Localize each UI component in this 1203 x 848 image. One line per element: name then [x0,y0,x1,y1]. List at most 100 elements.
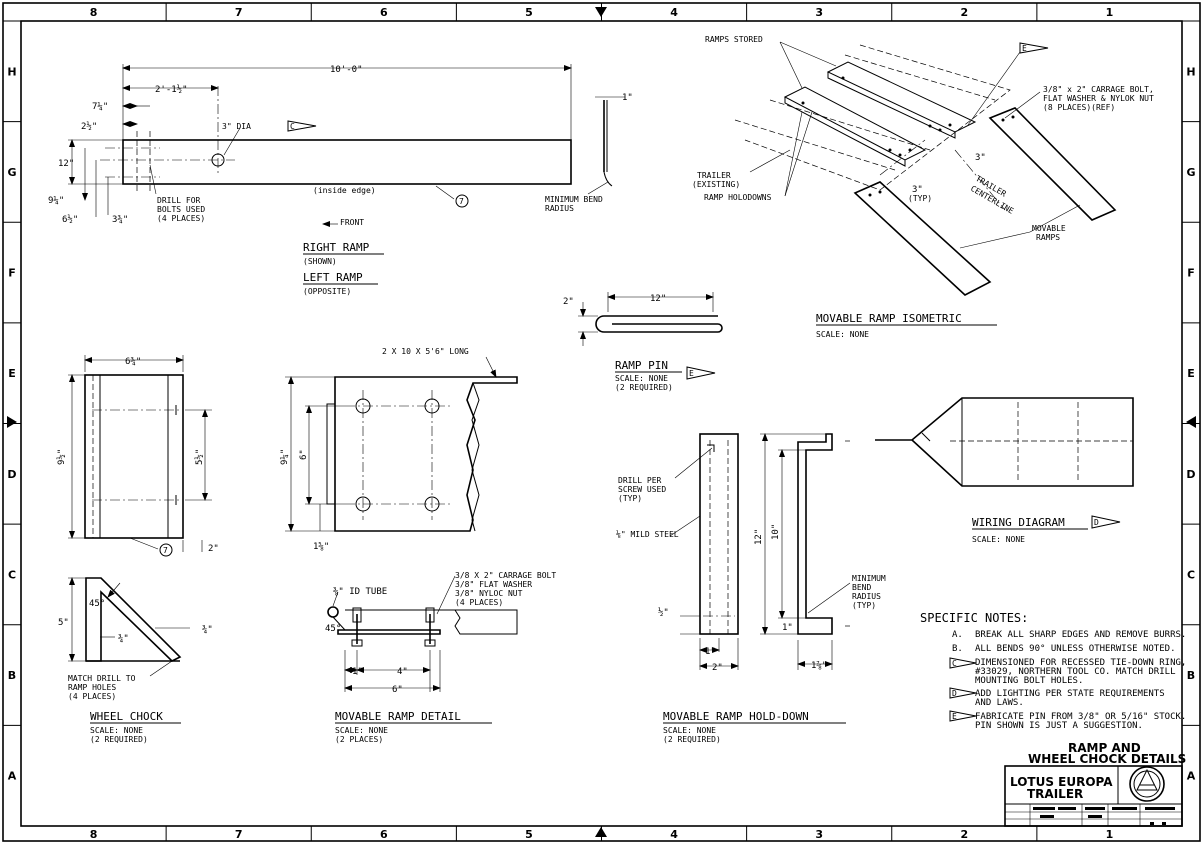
svg-text:RADIUS: RADIUS [852,592,881,601]
svg-text:1⅝": 1⅝" [313,542,329,552]
svg-text:(TYP): (TYP) [908,194,932,203]
svg-text:SCALE: NONE: SCALE: NONE [615,374,668,383]
svg-text:2": 2" [208,544,219,554]
ramp-detail-plan-view: 2 X 10 X 5'6" LONG 9¼" 6" 1⅝" [280,347,518,552]
svg-text:RAMP AND: RAMP AND [1068,741,1141,755]
svg-text:AND LAWS.: AND LAWS. [975,698,1024,708]
zone-row-right-D: D [1186,468,1195,481]
svg-text:45°: 45° [325,624,341,634]
flag-e-icon [949,710,977,722]
svg-text:¾": ¾" [202,625,213,635]
svg-text:6¾": 6¾" [125,357,141,367]
svg-text:E: E [952,712,957,721]
svg-text:3/8" x 2" CARRAGE BOLT,: 3/8" x 2" CARRAGE BOLT, [1043,85,1154,94]
wiring-title: WIRING DIAGRAM [972,516,1065,529]
item-balloon [455,194,469,208]
svg-text:MINIMUM: MINIMUM [852,574,886,583]
svg-text:SCALE: NONE: SCALE: NONE [335,726,388,735]
svg-text:1⅞": 1⅞" [811,661,827,671]
zone-row-right-F: F [1187,267,1195,280]
zone-col-top-7: 7 [235,6,243,19]
flag-e-icon [1019,42,1049,54]
svg-text:D: D [952,689,957,698]
mild-steel-callout: ⅛" MILD STEEL [616,530,679,539]
svg-text:5½": 5½" [194,449,205,465]
svg-text:C: C [290,122,295,131]
zone-col-bottom-4: 4 [670,828,678,841]
right-ramp-view: 10'-0" 2'-1½" 7¼" 2½" 12" 9¼" 6½" 3¾" 3"… [48,64,633,296]
svg-text:PIN SHOWN IS JUST A SUGGESTION: PIN SHOWN IS JUST A SUGGESTION. [975,721,1143,731]
svg-text:FLAT WASHER & NYLOK NUT: FLAT WASHER & NYLOK NUT [1043,94,1154,103]
chock-plan-view: 6¾" 9½" 5½" 2" 7 [56,355,219,557]
zone-col-bottom-5: 5 [525,828,533,841]
svg-text:(OPPOSITE): (OPPOSITE) [303,287,351,296]
svg-text:DRILL PER: DRILL PER [618,476,662,485]
svg-text:DIMENSIONED FOR RECESSED TIE-D: DIMENSIONED FOR RECESSED TIE-DOWN RING, [975,658,1186,668]
svg-text:1": 1" [705,647,716,657]
dim-hole-offset: 2'-1½" [155,84,188,95]
zone-row-right-G: G [1186,166,1195,179]
flag-c-icon [287,120,317,132]
svg-text:6": 6" [299,449,309,460]
svg-text:2": 2" [563,297,574,307]
zone-col-top-1: 1 [1106,6,1114,19]
hold-down-title: MOVABLE RAMP HOLD-DOWN [663,710,809,723]
svg-text:RAMPS: RAMPS [1036,233,1060,242]
isometric-view: RAMPS STORED E 3/8" x 2" CARRAGE BOLT, F… [692,35,1154,339]
hole-callout: 3" DIA [222,122,251,131]
ramps-stored-label: RAMPS STORED [705,35,763,44]
zone-row-right-C: C [1187,568,1195,581]
zone-col-bottom-6: 6 [380,828,388,841]
svg-text:3/8" FLAT WASHER: 3/8" FLAT WASHER [455,580,532,589]
flag-d-icon [1091,515,1121,529]
svg-text:TRAILER: TRAILER [1027,787,1083,801]
specific-notes: SPECIFIC NOTES: A. BREAK ALL SHARP EDGES… [920,611,1186,731]
svg-text:1": 1" [352,667,363,677]
svg-text:E: E [689,369,694,378]
svg-text:MINIMUM BEND: MINIMUM BEND [545,195,603,204]
movable-detail-title: MOVABLE RAMP DETAIL [335,710,461,723]
svg-text:(4 PLACES): (4 PLACES) [68,692,116,701]
svg-text:RADIUS: RADIUS [545,204,574,213]
svg-text:#33029, NORTHERN TOOL CO. MATC: #33029, NORTHERN TOOL CO. MATCH DRILL [975,667,1175,677]
svg-text:3/8" NYLOC NUT: 3/8" NYLOC NUT [455,589,523,598]
svg-text:3": 3" [912,185,923,195]
front-arrow-label: FRONT [340,218,364,227]
flag-d-icon [949,687,977,699]
dim-2-1-2: 2½" [81,121,97,132]
left-ramp-title: LEFT RAMP [303,271,363,284]
svg-text:(SHOWN): (SHOWN) [303,257,337,266]
svg-text:DRILL FOR: DRILL FOR [157,196,201,205]
svg-text:BOLTS USED: BOLTS USED [157,205,205,214]
wiring-diagram-view: WIRING DIAGRAM D SCALE: NONE [875,397,1134,544]
svg-text:SCALE: NONE: SCALE: NONE [816,330,869,339]
zone-col-bottom-7: 7 [235,828,243,841]
ramp-pin-view: 12" 2" RAMP PIN E SCALE: NONE (2 REQUIRE… [563,292,723,392]
zone-row-left-H: H [7,65,16,78]
svg-text:ADD LIGHTING PER STATE REQUIRE: ADD LIGHTING PER STATE REQUIREMENTS [975,689,1165,699]
svg-text:7: 7 [163,546,168,555]
zone-col-top-3: 3 [815,6,823,19]
svg-text:BEND: BEND [852,583,871,592]
svg-text:¾": ¾" [118,634,129,644]
svg-text:A.: A. [952,630,963,640]
svg-text:3/8 X 2" CARRAGE BOLT: 3/8 X 2" CARRAGE BOLT [455,571,556,580]
svg-text:(2 PLACES): (2 PLACES) [335,735,383,744]
hold-down-view: DRILL PER SCREW USED (TYP) ⅛" MILD STEEL… [616,433,886,744]
svg-text:(EXISTING): (EXISTING) [692,180,740,189]
zone-col-bottom-3: 3 [815,828,823,841]
zone-row-right-A: A [1187,770,1196,783]
zone-row-right-H: H [1186,65,1195,78]
svg-text:(2 REQUIRED): (2 REQUIRED) [90,735,148,744]
zone-col-bottom-8: 8 [90,828,98,841]
right-ramp-title: RIGHT RAMP [303,241,370,254]
ramp-outline [122,139,572,185]
dim-overall-length: 10'-0" [330,65,363,75]
svg-text:(2 REQUIRED): (2 REQUIRED) [615,383,673,392]
zone-row-left-E: E [8,367,16,380]
svg-text:SCALE: NONE: SCALE: NONE [663,726,716,735]
dim-12: 12" [58,159,74,169]
svg-text:10": 10" [771,524,781,540]
